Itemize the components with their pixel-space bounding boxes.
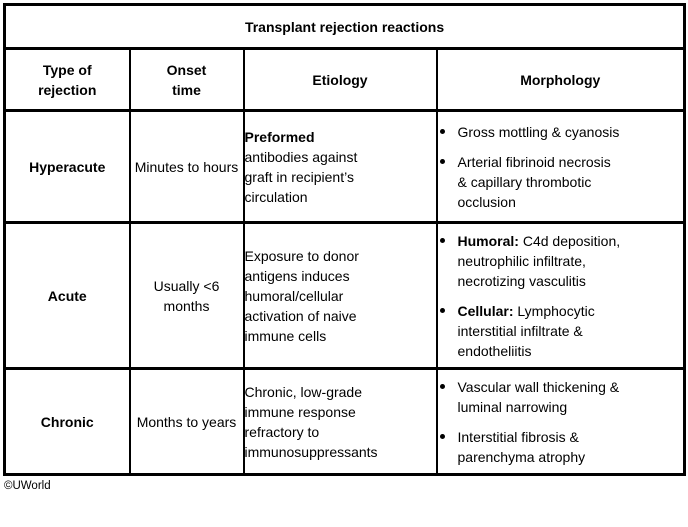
- etiology-cell: Chronic, low-grade immune response refra…: [242, 367, 438, 476]
- list-item: Humoral: C4d deposition, neutrophilic in…: [438, 231, 684, 291]
- bullet-text: Gross mottling & cyanosis: [458, 122, 624, 142]
- morphology-bullet-list: Gross mottling & cyanosis Arterial fibri…: [438, 122, 684, 212]
- etiology-text: Exposure to donor antigens induces humor…: [245, 246, 387, 346]
- bullet-body: Interstitial fibrosis & parenchyma atrop…: [457, 428, 586, 465]
- bullet-lead: Cellular:: [457, 302, 514, 319]
- morphology-bullet-list: Humoral: C4d deposition, neutrophilic in…: [438, 231, 684, 361]
- bullet-text: Cellular: Lymphocytic interstitial infil…: [458, 301, 624, 361]
- etiology-text: Chronic, low-grade immune response refra…: [245, 382, 387, 462]
- list-item: Cellular: Lymphocytic interstitial infil…: [438, 301, 684, 361]
- column-header-onset-time: Onset time: [128, 47, 245, 112]
- bullet-body: Arterial fibrinoid necrosis & capillary …: [457, 153, 611, 210]
- column-header-etiology: Etiology: [242, 47, 438, 112]
- onset-time-value: Minutes to hours: [128, 109, 245, 224]
- rejection-type-label: Hyperacute: [3, 109, 131, 224]
- bullet-icon: [439, 128, 445, 134]
- onset-time-value: Usually <6 months: [128, 221, 245, 370]
- onset-time-value: Months to years: [128, 367, 245, 476]
- etiology-body: antibodies against graft in recipient’s …: [244, 148, 358, 205]
- list-item: Vascular wall thickening & luminal narro…: [438, 377, 684, 417]
- rejection-type-label: Acute: [3, 221, 131, 370]
- list-item: Interstitial fibrosis & parenchyma atrop…: [438, 427, 684, 467]
- bullet-icon: [439, 433, 445, 439]
- transplant-rejection-table: Transplant rejection reactions Type of r…: [3, 3, 687, 476]
- table-title-row: Transplant rejection reactions: [3, 3, 686, 50]
- table-row-acute: Acute Usually <6 months Exposure to dono…: [3, 221, 686, 370]
- bullet-icon: [439, 237, 445, 243]
- bullet-text: Interstitial fibrosis & parenchyma atrop…: [458, 427, 624, 467]
- morphology-cell: Humoral: C4d deposition, neutrophilic in…: [435, 221, 686, 370]
- column-header-morphology: Morphology: [435, 47, 686, 112]
- bullet-icon: [439, 307, 445, 313]
- rejection-type-label: Chronic: [3, 367, 131, 476]
- morphology-cell: Vascular wall thickening & luminal narro…: [435, 367, 686, 476]
- bullet-body: Vascular wall thickening & luminal narro…: [457, 378, 620, 415]
- bullet-text: Vascular wall thickening & luminal narro…: [458, 377, 624, 417]
- bullet-body: C4d deposition, neutrophilic infiltrate,…: [457, 232, 621, 289]
- list-item: Gross mottling & cyanosis: [438, 122, 684, 142]
- bullet-lead: Humoral:: [457, 232, 519, 249]
- morphology-bullet-list: Vascular wall thickening & luminal narro…: [438, 377, 684, 467]
- column-header-type-of-rejection: Type of rejection: [3, 47, 131, 112]
- bullet-icon: [439, 383, 445, 389]
- etiology-cell: Preformed antibodies against graft in rec…: [242, 109, 438, 224]
- bullet-text: Arterial fibrinoid necrosis & capillary …: [458, 152, 624, 212]
- etiology-body: Exposure to donor antigens induces humor…: [244, 247, 359, 344]
- etiology-body: Chronic, low-grade immune response refra…: [244, 383, 378, 460]
- etiology-lead: Preformed: [244, 128, 315, 145]
- bullet-icon: [439, 158, 445, 164]
- etiology-cell: Exposure to donor antigens induces humor…: [242, 221, 438, 370]
- list-item: Arterial fibrinoid necrosis & capillary …: [438, 152, 684, 212]
- bullet-body: Gross mottling & cyanosis: [457, 123, 620, 140]
- bullet-body: Lymphocytic interstitial infiltrate & en…: [457, 302, 595, 359]
- copyright-uworld: ©UWorld: [4, 480, 51, 492]
- etiology-text: Preformed antibodies against graft in rec…: [245, 127, 387, 207]
- table-row-hyperacute: Hyperacute Minutes to hours Preformed ant…: [3, 109, 686, 224]
- exhibit-page: Transplant rejection reactions Type of r…: [3, 3, 687, 492]
- table-row-chronic: Chronic Months to years Chronic, low-gra…: [3, 367, 686, 476]
- bullet-text: Humoral: C4d deposition, neutrophilic in…: [458, 231, 624, 291]
- morphology-cell: Gross mottling & cyanosis Arterial fibri…: [435, 109, 686, 224]
- table-title: Transplant rejection reactions: [3, 3, 686, 50]
- table-header-row: Type of rejection Onset time Etiology Mo…: [3, 47, 686, 112]
